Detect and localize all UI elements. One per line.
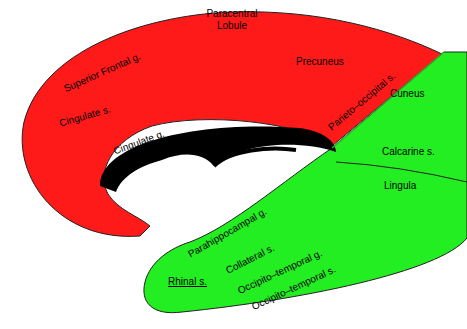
region-label: Paracentral Lobule xyxy=(200,8,264,32)
region-label: Lingula xyxy=(384,180,416,192)
fornix xyxy=(214,149,296,166)
sulcus-label: Rhinal s. xyxy=(168,276,207,288)
occipital-temporal-region xyxy=(144,52,467,313)
parieto-occipital-boundary xyxy=(332,52,444,148)
region-label: Cuneus xyxy=(390,88,424,100)
corpus-callosum xyxy=(100,126,336,192)
sulcus-label: Calcarine s. xyxy=(382,146,435,158)
region-label: Precuneus xyxy=(296,56,344,68)
calcarine-sulcus-line xyxy=(336,162,467,182)
